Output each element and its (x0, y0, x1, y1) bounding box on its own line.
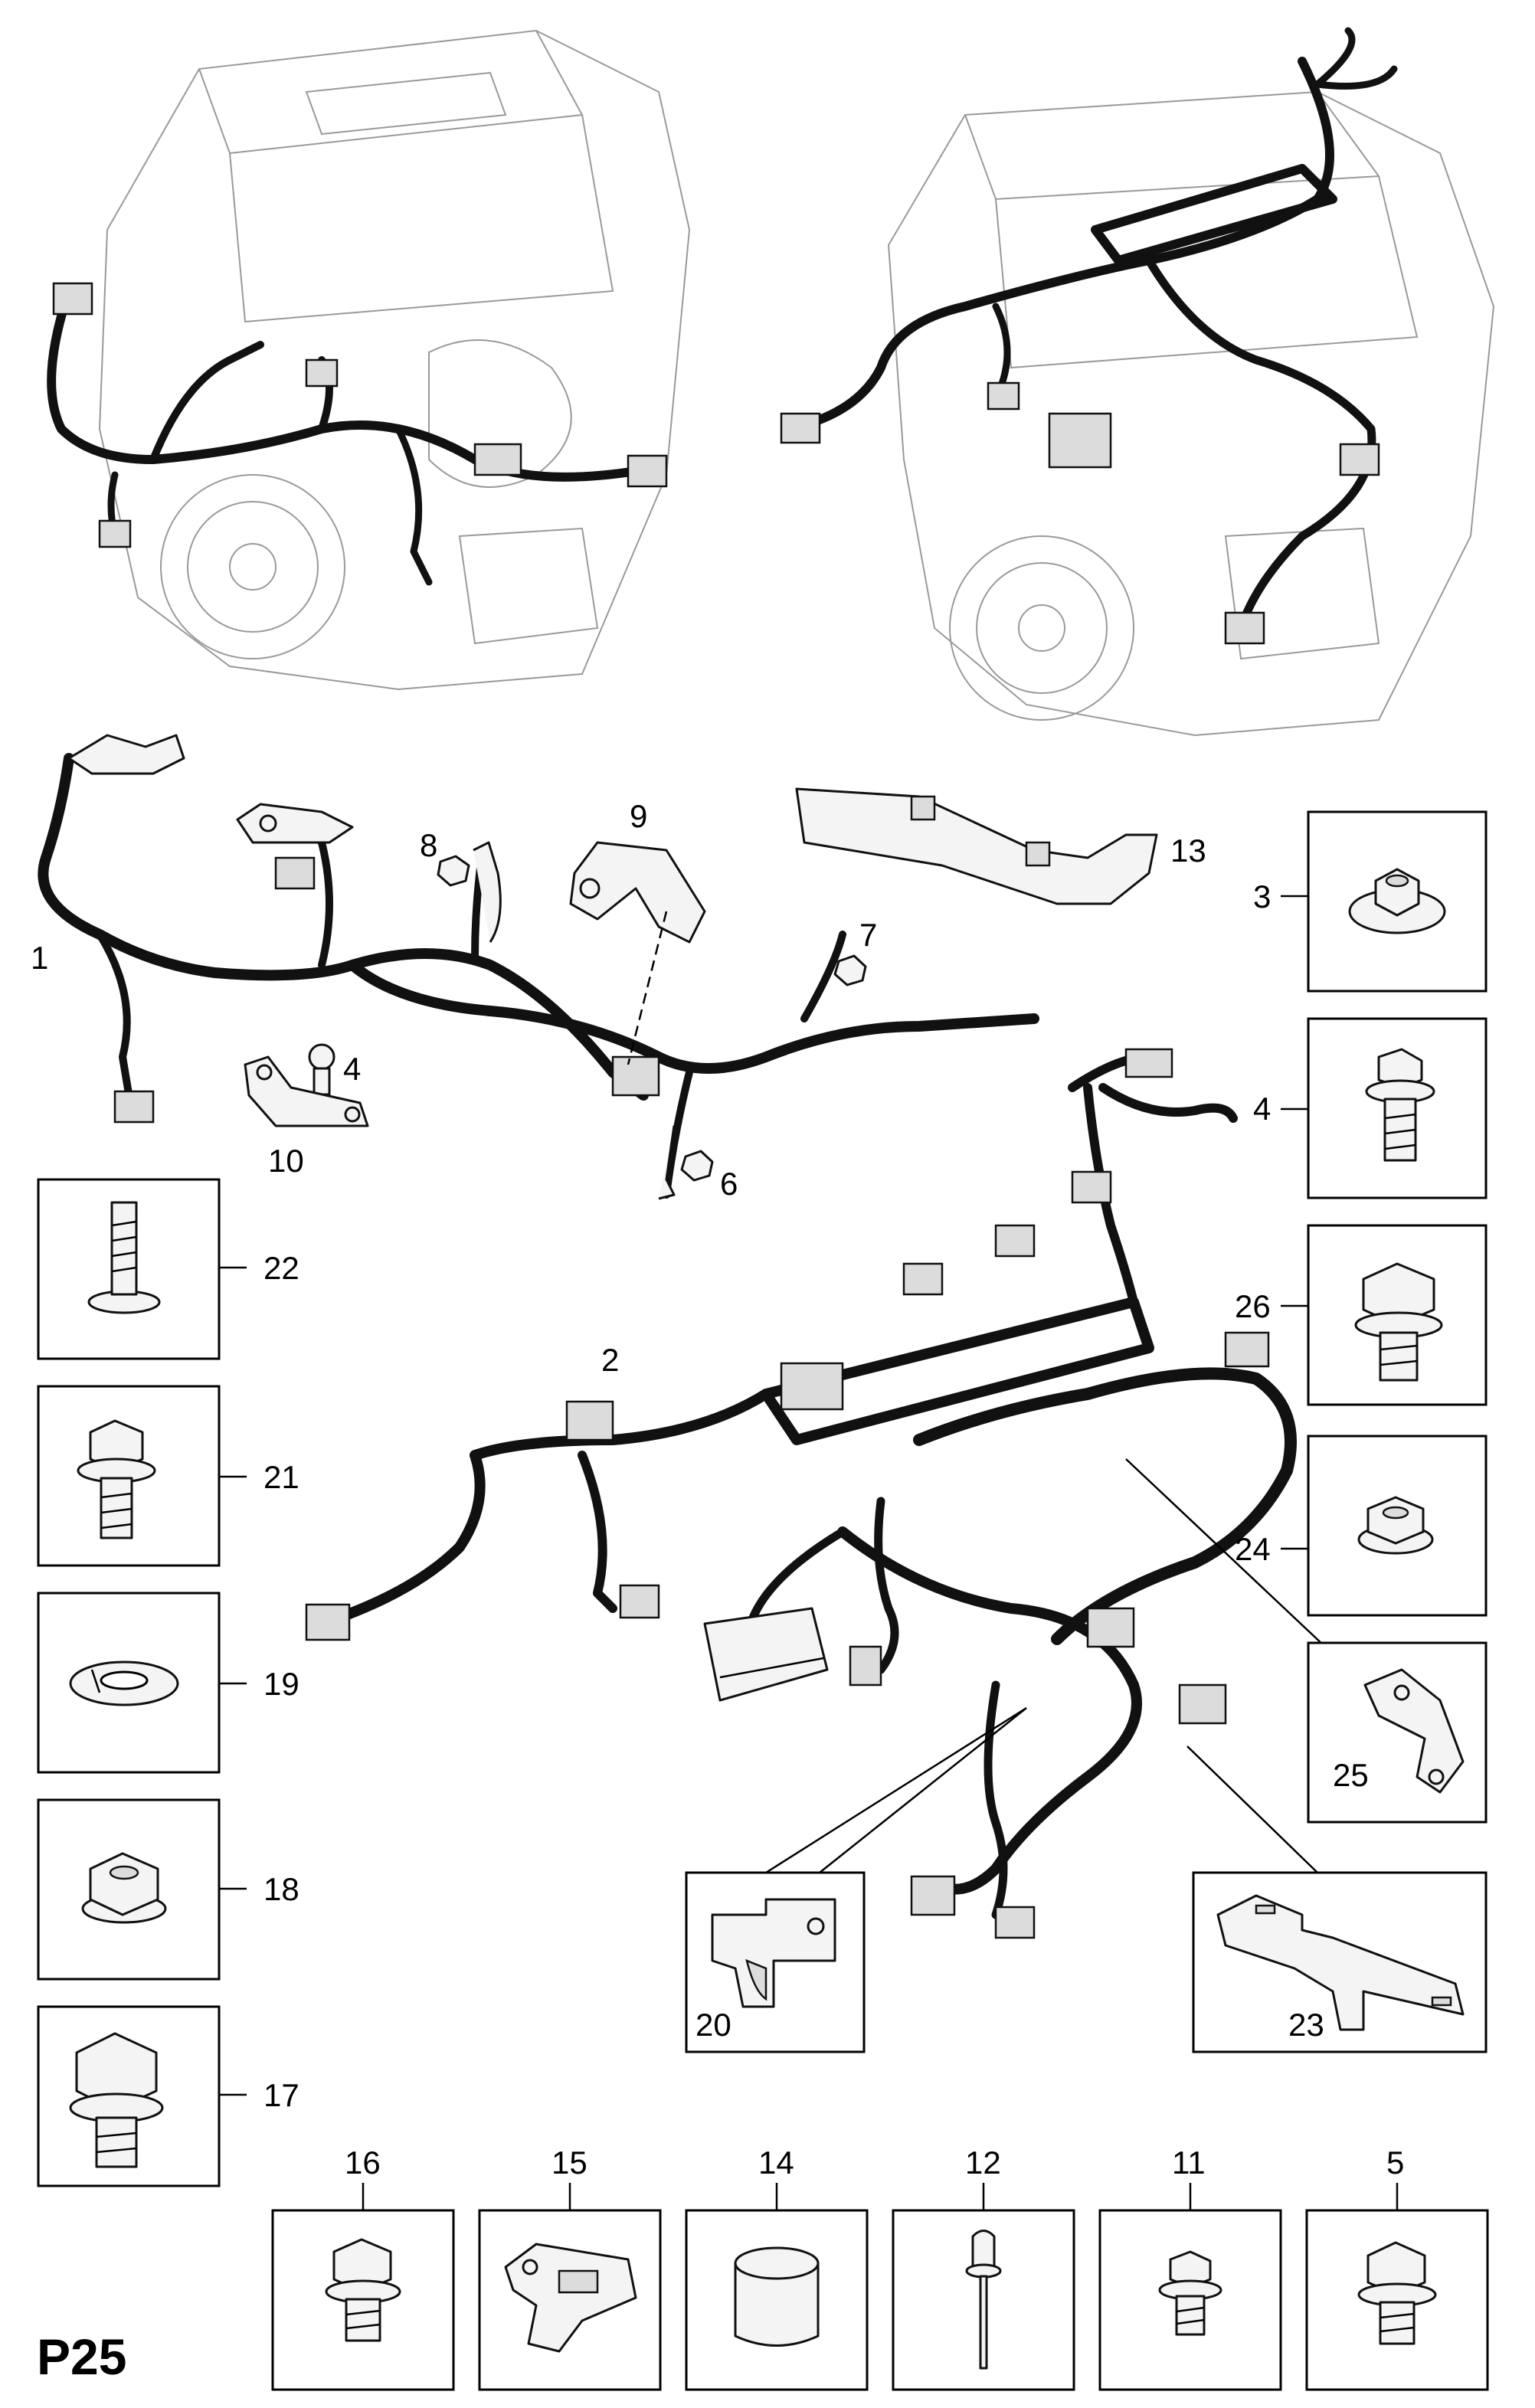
callout-25: 25 (1333, 1757, 1369, 1793)
callout-21: 21 (263, 1459, 299, 1495)
engine-illustration-left (98, 29, 691, 691)
callout-1: 1 (31, 940, 48, 976)
callout-4a: 4 (343, 1051, 361, 1087)
callout-22: 22 (263, 1250, 299, 1286)
bracket-part-23 (1216, 1894, 1465, 2031)
callout-14: 14 (758, 2145, 794, 2181)
bolt-part-4a (308, 1043, 335, 1096)
callout-2: 2 (601, 1342, 619, 1378)
page-code: P25 (37, 2328, 126, 2385)
rivet-part-12 (965, 2230, 1002, 2370)
bolt-part-17 (69, 2032, 164, 2168)
callout-9: 9 (630, 798, 647, 834)
engine-illustration-right (887, 90, 1495, 737)
nut-part-6 (680, 1150, 714, 1182)
nut-part-7 (833, 954, 867, 986)
callout-15: 15 (551, 2145, 587, 2181)
bolt-part-26 (1354, 1262, 1443, 1382)
callout-19: 19 (263, 1666, 299, 1702)
callout-3: 3 (1253, 878, 1271, 914)
bolt-part-5 (1357, 2241, 1437, 2345)
callout-18: 18 (263, 1871, 299, 1907)
detail-box-25 (1307, 1641, 1488, 1824)
bolt-part-16 (325, 2238, 401, 2342)
bracket-part-25 (1363, 1668, 1465, 1794)
bolt-part-21 (77, 1419, 156, 1539)
wiring-harness-right (780, 27, 1398, 645)
nut-part-24 (1357, 1496, 1434, 1555)
callout-10: 10 (268, 1143, 304, 1179)
leader-9 (627, 911, 668, 1065)
bolt-part-22 (87, 1201, 161, 1314)
bolt-part-11 (1158, 2250, 1222, 2336)
callout-16: 16 (345, 2145, 381, 2181)
callout-20: 20 (695, 2007, 731, 2043)
nut-part-18 (81, 1852, 167, 1924)
leader-20b (819, 1707, 1027, 1873)
split-washer-part-19 (69, 1660, 179, 1706)
leader-20a (765, 1706, 1027, 1874)
clip-part-15 (504, 2243, 637, 2353)
callout-4b: 4 (1253, 1091, 1271, 1127)
bracket-part-9 (569, 841, 706, 944)
callout-5: 5 (1386, 2145, 1404, 2181)
harness-part-13 (795, 787, 1158, 905)
bracket-part-10 (244, 1055, 369, 1127)
ground-lead-8 (473, 841, 502, 943)
callout-12: 12 (965, 2145, 1001, 2181)
ground-lead-6 (658, 1125, 676, 1200)
callout-24: 24 (1235, 1531, 1271, 1567)
callout-17: 17 (263, 2077, 299, 2113)
callout-23: 23 (1288, 2007, 1324, 2043)
bracket-part-20 (711, 1898, 836, 2008)
callout-11: 11 (1172, 2145, 1206, 2181)
wiring-harness-left (47, 282, 668, 586)
nut-part-8 (437, 855, 470, 887)
callout-8: 8 (420, 827, 437, 863)
leader-23 (1186, 1745, 1318, 1873)
bolt-part-4b (1365, 1048, 1435, 1162)
callout-7: 7 (859, 917, 877, 953)
harness-part-1 (38, 734, 1039, 1199)
washer-nut-part-3 (1348, 868, 1446, 934)
callout-13: 13 (1170, 833, 1206, 869)
cap-part-14 (734, 2246, 820, 2347)
callout-6: 6 (720, 1166, 738, 1202)
callout-26: 26 (1235, 1288, 1271, 1324)
leader-25 (1125, 1458, 1326, 1647)
harness-part-2 (305, 1048, 1297, 1939)
